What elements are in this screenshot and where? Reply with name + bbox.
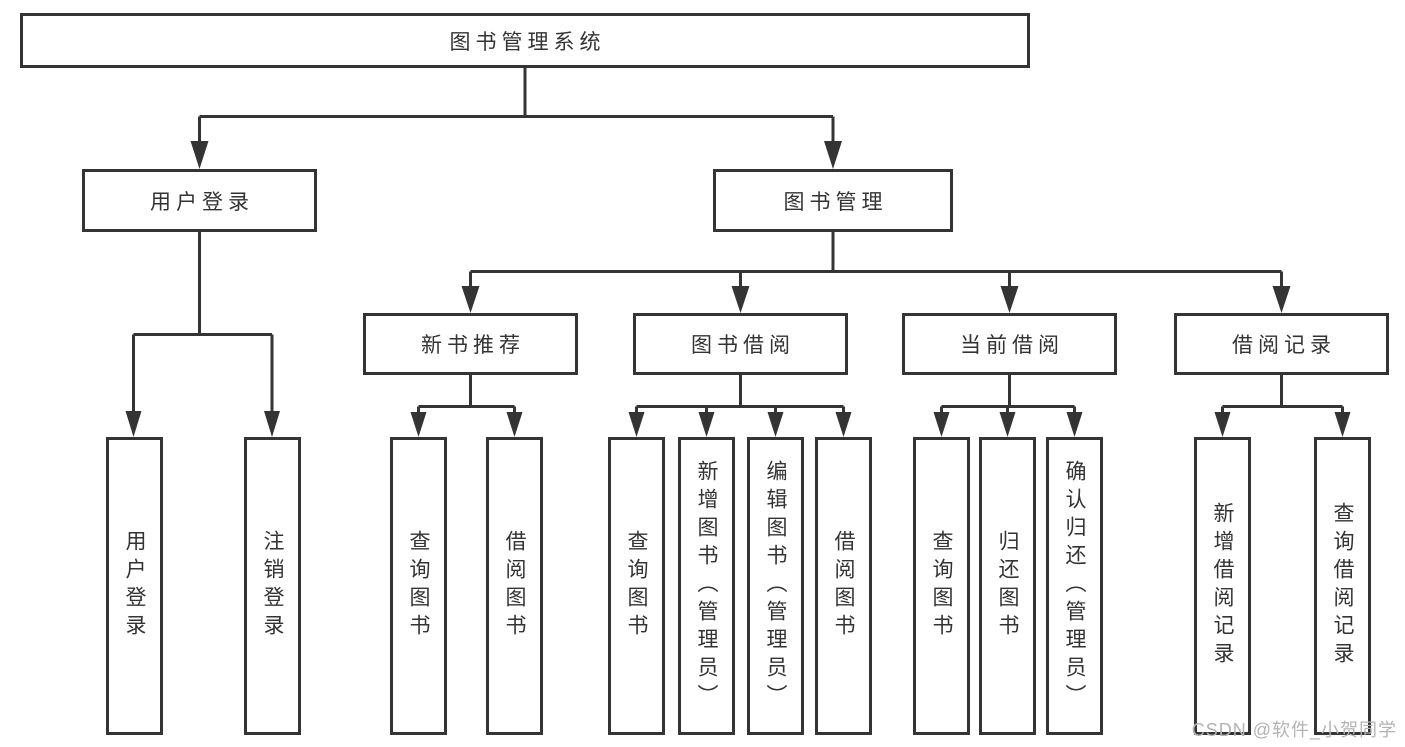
leaf-label: 查询借阅记录 bbox=[1331, 502, 1354, 670]
node-book-mgmt: 图书管理 bbox=[713, 169, 953, 232]
leaf-query-books-3: 查询图书 bbox=[913, 437, 970, 735]
node-new-book-rec: 新书推荐 bbox=[363, 313, 578, 375]
leaf-add-borrow-record: 新增借阅记录 bbox=[1194, 437, 1251, 735]
node-user-login: 用户登录 bbox=[82, 169, 317, 232]
connector-borrow-records bbox=[1214, 375, 1351, 437]
leaf-label: 注销登录 bbox=[261, 530, 284, 642]
leaf-logout: 注销登录 bbox=[244, 437, 301, 735]
connector-book-mgmt bbox=[461, 232, 1291, 313]
leaf-edit-book-admin: 编辑图书（管理员） bbox=[747, 437, 804, 735]
leaf-label: 新增借阅记录 bbox=[1211, 502, 1234, 670]
leaf-query-books-2: 查询图书 bbox=[608, 437, 665, 735]
csdn-watermark: CSDN @软件_小贺同学 bbox=[1191, 720, 1397, 740]
connector-new-book-rec bbox=[410, 375, 523, 437]
connector-current-borrow bbox=[933, 375, 1083, 437]
leaf-label: 查询图书 bbox=[930, 530, 953, 642]
node-root: 图书管理系统 bbox=[20, 13, 1030, 68]
leaf-borrow-books-2: 借阅图书 bbox=[815, 437, 872, 735]
connector-book-borrow bbox=[628, 375, 852, 437]
node-current-borrow: 当前借阅 bbox=[902, 313, 1117, 375]
leaf-label: 确认归还（管理员） bbox=[1063, 460, 1086, 712]
leaf-label: 新增图书（管理员） bbox=[695, 460, 718, 712]
leaf-label: 归还图书 bbox=[996, 530, 1019, 642]
node-book-borrow: 图书借阅 bbox=[633, 313, 848, 375]
node-borrow-records: 借阅记录 bbox=[1174, 313, 1389, 375]
leaf-add-book-admin: 新增图书（管理员） bbox=[678, 437, 735, 735]
leaf-label: 查询图书 bbox=[625, 530, 648, 642]
leaf-confirm-return-admin: 确认归还（管理员） bbox=[1046, 437, 1103, 735]
connector-user-login bbox=[125, 232, 280, 437]
leaf-label: 借阅图书 bbox=[832, 530, 855, 642]
leaf-query-borrow-record: 查询借阅记录 bbox=[1314, 437, 1371, 735]
leaf-label: 用户登录 bbox=[123, 530, 146, 642]
leaf-query-books-1: 查询图书 bbox=[390, 437, 447, 735]
leaf-label: 借阅图书 bbox=[503, 530, 526, 642]
leaf-label: 查询图书 bbox=[407, 530, 430, 642]
leaf-label: 编辑图书（管理员） bbox=[764, 460, 787, 712]
connector-root bbox=[190, 68, 842, 169]
leaf-borrow-books-1: 借阅图书 bbox=[486, 437, 543, 735]
leaf-return-books: 归还图书 bbox=[979, 437, 1036, 735]
leaf-user-login: 用户登录 bbox=[106, 437, 163, 735]
